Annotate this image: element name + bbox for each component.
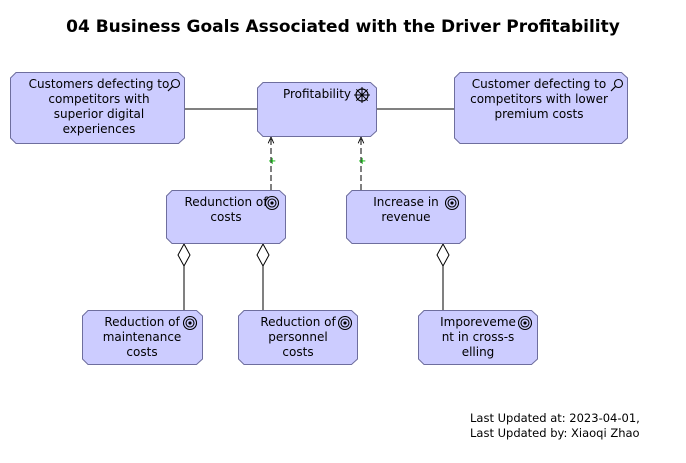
target-icon <box>182 315 198 335</box>
goal-improvement-in-cross-selling[interactable]: Imporevement in cross-selling <box>418 310 538 365</box>
search-icon <box>610 77 624 96</box>
goal-reduction-of-personnel-costs[interactable]: Reduction of personnel costs <box>238 310 358 365</box>
aggregation-diamond-maintenance <box>177 242 191 268</box>
aggregation-diamond-cross-selling <box>436 242 450 268</box>
assessment-customer-defecting-premium[interactable]: Customer defecting to competitors with l… <box>454 72 628 144</box>
target-icon <box>444 195 460 215</box>
assessment-customers-defecting-digital[interactable]: Customers defecting to competitors with … <box>10 72 185 144</box>
footer: Last Updated at: 2023-04-01, Last Update… <box>470 411 640 441</box>
goal-increase-in-revenue[interactable]: Increase in revenue <box>346 190 466 244</box>
driver-wheel-icon <box>353 86 371 108</box>
target-icon <box>337 315 353 335</box>
last-updated-at: Last Updated at: 2023-04-01, <box>470 411 640 425</box>
influence-plus-costs: + <box>268 156 277 167</box>
node-label: Reduction of maintenance costs <box>102 315 182 359</box>
node-label: Increase in revenue <box>373 195 439 224</box>
aggregation-diamond-personnel <box>256 242 270 268</box>
target-icon <box>264 195 280 215</box>
goal-reduction-of-maintenance-costs[interactable]: Reduction of maintenance costs <box>82 310 203 365</box>
goal-reduction-of-costs[interactable]: Redunction of costs <box>166 190 286 244</box>
node-label: Imporevement in cross-selling <box>440 315 516 359</box>
target-icon <box>517 315 533 335</box>
driver-profitability[interactable]: Profitability <box>257 82 377 137</box>
search-icon <box>167 77 181 96</box>
node-label: Reduction of personnel costs <box>260 315 336 359</box>
node-label: Customer defecting to competitors with l… <box>470 77 608 121</box>
node-label: Profitability <box>282 87 352 101</box>
influence-plus-revenue: + <box>358 156 367 167</box>
node-label: Redunction of costs <box>184 195 268 224</box>
node-label: Customers defecting to competitors with … <box>28 77 170 136</box>
last-updated-by: Last Updated by: Xiaoqi Zhao <box>470 426 640 440</box>
diagram-title: 04 Business Goals Associated with the Dr… <box>66 17 620 37</box>
